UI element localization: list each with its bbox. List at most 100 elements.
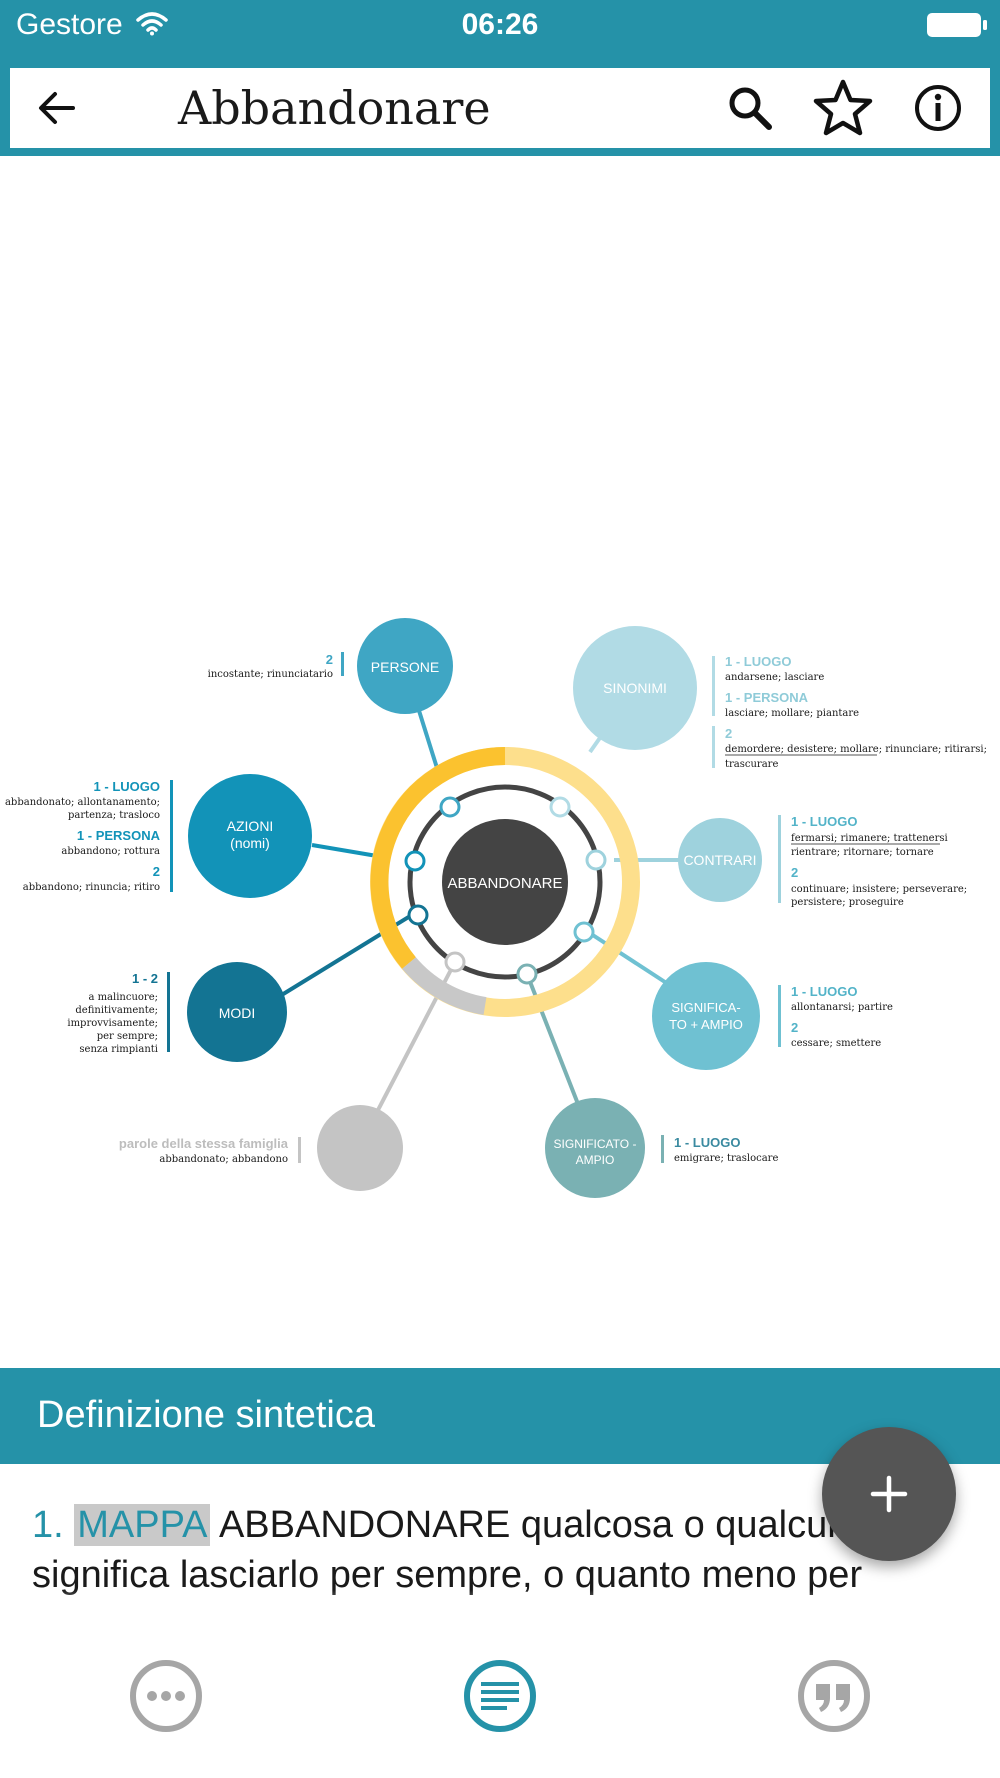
outer-ring-grey [402, 957, 487, 1015]
annotation-azioni: 1 - LUOGO abbandonato; allontanamento; p… [5, 779, 173, 893]
concept-map: ABBANDONARE PERSONE 2 incostante; rinunc… [0, 156, 1000, 1368]
concept-map-graphic: ABBANDONARE PERSONE 2 incostante; rinunc… [5, 618, 987, 1198]
node-azioni[interactable]: AZIONI (nomi) [188, 774, 312, 898]
node-significato-meno-ampio[interactable]: SIGNIFICATO - AMPIO [545, 1098, 645, 1198]
node-famiglia[interactable] [317, 1105, 403, 1191]
svg-text:improvvisamente;: improvvisamente; [67, 1018, 158, 1029]
connector-azioni [311, 843, 378, 858]
definition-number: 1. [32, 1504, 64, 1546]
definition-icon[interactable] [462, 1658, 538, 1734]
info-icon [915, 85, 961, 131]
svg-text:(nomi): (nomi) [230, 835, 270, 851]
svg-text:2: 2 [791, 1020, 798, 1035]
plus-icon [870, 1475, 908, 1513]
ring-dot-significato-plus [573, 921, 595, 943]
ring-dot-modi [407, 904, 429, 926]
annotation-significato-piu-ampio: 1 - LUOGO allontanarsi; partire 2 cessar… [778, 984, 893, 1049]
annotation-persone: 2 incostante; rinunciatario [208, 652, 344, 680]
annotation-famiglia: parole della stessa famiglia abbandonato… [119, 1136, 301, 1165]
svg-text:SIGNIFICA-: SIGNIFICA- [671, 1000, 740, 1015]
status-bar: Gestore 06:26 [0, 0, 1000, 52]
svg-text:1 - LUOGO: 1 - LUOGO [791, 984, 857, 999]
svg-text:parole della stessa famiglia: parole della stessa famiglia [119, 1136, 289, 1151]
svg-text:2: 2 [326, 652, 333, 667]
svg-text:definitivamente;: definitivamente; [75, 1005, 158, 1016]
svg-text:abbandono; rottura: abbandono; rottura [61, 846, 160, 857]
svg-text:1 - LUOGO: 1 - LUOGO [725, 654, 791, 669]
svg-text:trascurare: trascurare [725, 759, 778, 770]
map-link[interactable]: MAPPA [74, 1504, 211, 1546]
more-icon[interactable] [128, 1658, 204, 1734]
ring-dot-famiglia [444, 951, 466, 973]
svg-text:abbandono; rinuncia; ritiro: abbandono; rinuncia; ritiro [23, 882, 160, 893]
section-header: Definizione sintetica [0, 1368, 1000, 1464]
svg-text:a malincuore;: a malincuore; [88, 992, 158, 1003]
svg-text:lasciare; mollare; piantare: lasciare; mollare; piantare [725, 708, 859, 719]
svg-text:CONTRARI: CONTRARI [683, 852, 756, 868]
svg-text:AMPIO: AMPIO [576, 1153, 615, 1167]
ring-dot-sinonimi [549, 796, 571, 818]
info-button[interactable] [898, 68, 978, 148]
svg-text:1 - 2: 1 - 2 [132, 971, 158, 986]
ring-dot-contrari [585, 849, 607, 871]
svg-text:AZIONI: AZIONI [227, 818, 274, 834]
bottom-tab-bar [0, 1618, 1000, 1778]
svg-text:fermarsi; rimanere; tratteners: fermarsi; rimanere; trattenersi [791, 833, 948, 844]
outer-ring-accent [370, 747, 506, 969]
star-icon [813, 79, 873, 136]
svg-text:2: 2 [725, 726, 732, 741]
navigation-bar: Abbandonare [10, 68, 990, 148]
svg-text:SIGNIFICATO -: SIGNIFICATO - [554, 1137, 637, 1151]
favorite-button[interactable] [803, 68, 883, 148]
svg-text:allontanarsi; partire: allontanarsi; partire [791, 1002, 893, 1013]
node-significato-piu-ampio[interactable]: SIGNIFICA- TO + AMPIO [652, 962, 760, 1070]
ring-dot-azioni [404, 850, 426, 872]
quote-icon[interactable] [796, 1658, 872, 1734]
svg-text:1 - LUOGO: 1 - LUOGO [674, 1135, 740, 1150]
svg-text:demordere; desistere; mollare;: demordere; desistere; mollare; rinunciar… [725, 744, 987, 755]
annotation-modi: 1 - 2 a malincuore; definitivamente; imp… [67, 971, 170, 1055]
search-button[interactable] [710, 68, 790, 148]
svg-text:persistere; proseguire: persistere; proseguire [791, 897, 904, 908]
svg-text:PERSONE: PERSONE [371, 659, 439, 675]
node-modi[interactable]: MODI [187, 962, 287, 1062]
center-node[interactable] [442, 819, 568, 945]
svg-text:partenza; trasloco: partenza; trasloco [68, 810, 160, 821]
svg-text:rientrare; ritornare; tornare: rientrare; ritornare; tornare [791, 847, 934, 858]
svg-text:continuare; insistere; perseve: continuare; insistere; perseverare; [791, 884, 967, 895]
connector-significato-plus [583, 928, 670, 986]
back-arrow-icon [39, 92, 75, 124]
node-contrari[interactable]: CONTRARI [678, 818, 762, 902]
definition-line-2: significa lasciarlo per sempre, o quanto… [32, 1554, 863, 1596]
ring-dot-persone [439, 796, 461, 818]
add-button[interactable] [822, 1427, 956, 1561]
svg-text:2: 2 [791, 865, 798, 880]
annotation-sinonimi: 1 - LUOGO andarsene; lasciare 1 - PERSON… [712, 654, 987, 770]
annotation-contrari: 1 - LUOGO fermarsi; rimanere; tratteners… [778, 814, 967, 908]
annotation-significato-meno-ampio: 1 - LUOGO emigrare; traslocare [661, 1135, 778, 1164]
svg-text:1 - PERSONA: 1 - PERSONA [725, 690, 809, 705]
svg-text:senza rimpianti: senza rimpianti [79, 1044, 158, 1055]
svg-text:MODI: MODI [219, 1005, 256, 1021]
svg-text:emigrare; traslocare: emigrare; traslocare [674, 1153, 778, 1164]
search-icon [729, 87, 772, 130]
definition-text: 1. MAPPA ABBANDONARE qualcosa o qualcuno… [32, 1500, 972, 1600]
definition-line-1-text: ABBANDONARE qualcosa o qualcuno [210, 1504, 870, 1546]
svg-text:SINONIMI: SINONIMI [603, 680, 667, 696]
wifi-icon [136, 12, 168, 36]
center-label: ABBANDONARE [447, 875, 562, 892]
svg-text:abbandonato; allontanamento;: abbandonato; allontanamento; [5, 797, 160, 808]
svg-text:1 - PERSONA: 1 - PERSONA [77, 828, 161, 843]
connector-modi [278, 908, 422, 998]
node-persone[interactable]: PERSONE [357, 618, 453, 714]
ring-dot-significato-minus [516, 963, 538, 985]
svg-text:per sempre;: per sempre; [97, 1031, 158, 1042]
svg-text:1 - LUOGO: 1 - LUOGO [791, 814, 857, 829]
svg-text:TO + AMPIO: TO + AMPIO [669, 1017, 743, 1032]
section-title: Definizione sintetica [37, 1394, 375, 1436]
svg-text:1 - LUOGO: 1 - LUOGO [94, 779, 160, 794]
node-sinonimi[interactable]: SINONIMI [573, 626, 697, 750]
back-button[interactable] [22, 68, 92, 148]
carrier-name: Gestore [16, 8, 123, 41]
text-fade [0, 1590, 1000, 1620]
